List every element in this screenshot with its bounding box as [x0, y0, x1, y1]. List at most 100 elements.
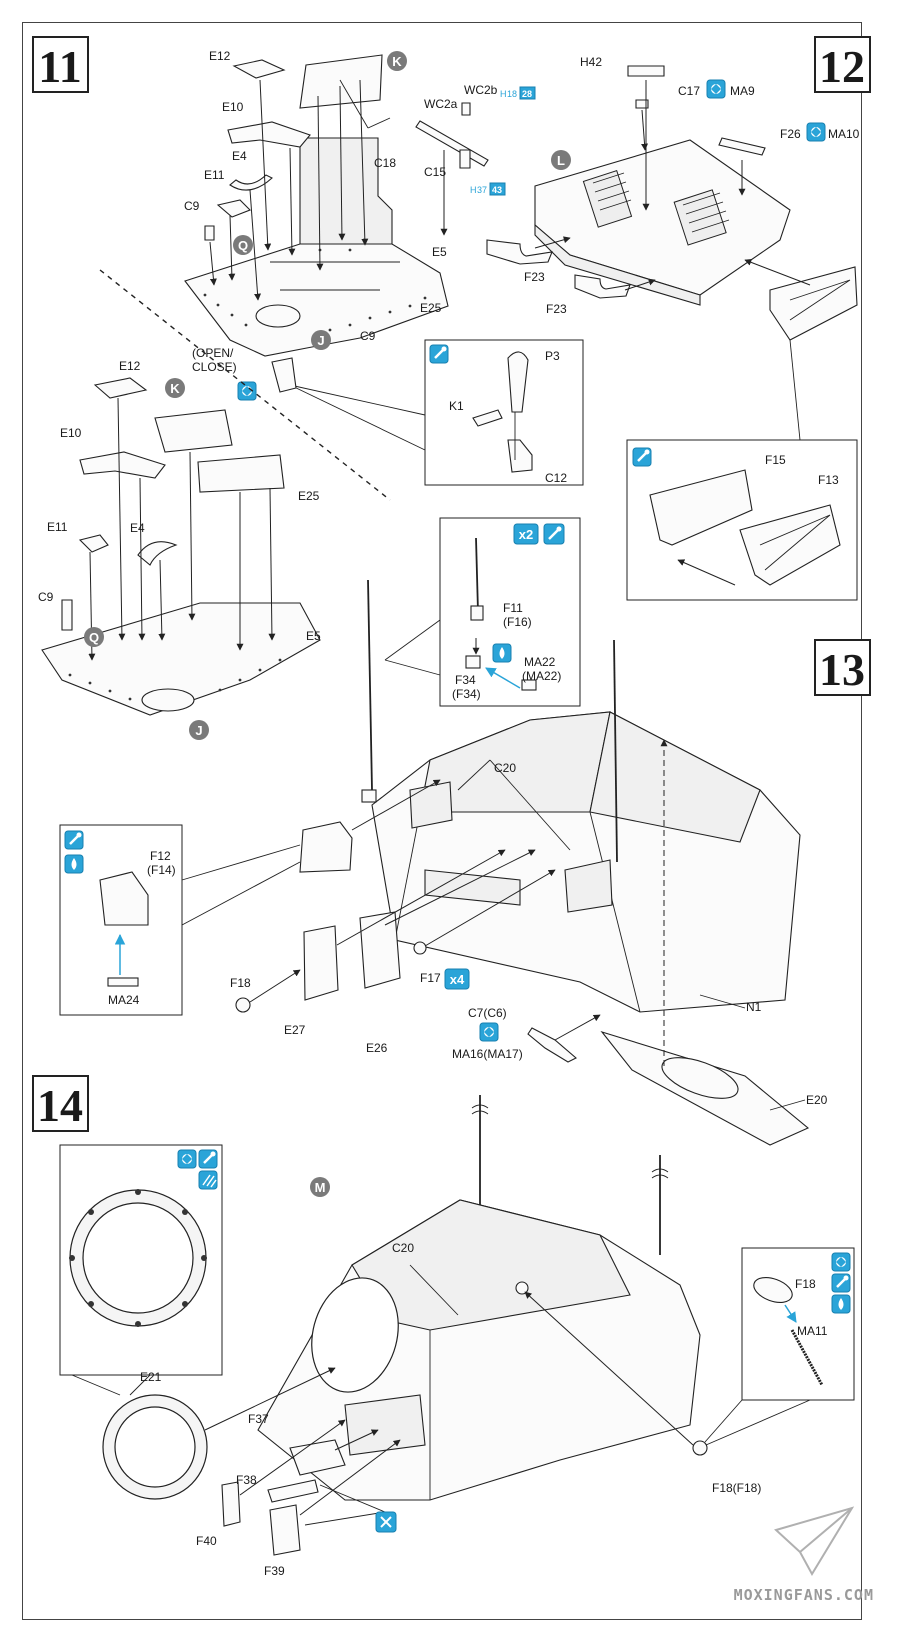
roof-bulkhead — [299, 137, 393, 245]
label-e4-top: E4 — [232, 149, 247, 163]
callout-q-lower: Q — [84, 627, 104, 647]
hatch-ring-j-lower — [141, 688, 195, 712]
inset-antenna: x2 F11 (F16) MA22 (MA22) F34 (F34) — [439, 517, 581, 707]
callout-q-top: Q — [233, 235, 253, 255]
icon-remove — [375, 1511, 397, 1533]
label-e5-top: E5 — [432, 245, 447, 259]
part-k1-p3-assembled — [271, 357, 297, 393]
part-e4-lower — [137, 541, 178, 566]
paint-icon-inset3 — [543, 523, 565, 545]
part-e26 — [359, 911, 401, 989]
label-c20-step13: C20 — [494, 761, 516, 775]
svg-text:x2: x2 — [519, 527, 533, 542]
label-e4-lower: E4 — [130, 521, 145, 535]
part-ma22 — [521, 679, 537, 691]
part-f23-left — [486, 239, 553, 265]
svg-text:J: J — [317, 333, 324, 348]
label-f34: F34 — [455, 673, 476, 687]
part-e11-lower — [78, 534, 109, 553]
part-e12-lower — [93, 377, 148, 399]
part-e11-top — [216, 199, 251, 218]
label-e5-lower: E5 — [306, 629, 321, 643]
part-c17 — [635, 99, 649, 109]
label-h42: H42 — [580, 55, 602, 69]
step-11-number: 11 — [38, 41, 81, 92]
part-f37 — [289, 1439, 346, 1476]
svg-text:J: J — [195, 723, 202, 738]
callout-k-lower: K — [165, 378, 185, 398]
part-f12-inset — [99, 871, 149, 926]
label-open: (OPEN/ — [192, 346, 234, 360]
glue-icon-inset4 — [64, 854, 84, 874]
glue-icon-inset6 — [831, 1252, 851, 1272]
step-13-badge: 13 — [814, 639, 871, 696]
label-c9-lower: C9 — [38, 590, 54, 604]
rear-plate-f13-f15 — [769, 266, 858, 341]
label-f11: F11 — [503, 601, 523, 615]
label-c17: C17 — [678, 84, 700, 98]
label-c15: C15 — [424, 165, 446, 179]
part-f39 — [269, 1504, 301, 1556]
label-ma9: MA9 — [730, 84, 755, 98]
svg-text:L: L — [557, 153, 565, 168]
part-f26 — [718, 137, 766, 156]
superstructure-wall-right — [589, 711, 761, 843]
label-e10-top: E10 — [222, 100, 244, 114]
hatch-plate-k-lower — [154, 409, 233, 453]
e21-ring-inner — [82, 1202, 194, 1314]
part-wc2a — [415, 120, 489, 167]
part-e10-lower — [79, 451, 166, 479]
label-e21: E21 — [140, 1370, 162, 1384]
label-wc2a: WC2a — [424, 97, 458, 111]
ref-h18-28: H 18 28 — [500, 86, 536, 100]
part-f17 — [413, 941, 427, 955]
label-f18-f18: F18(F18) — [712, 1481, 761, 1495]
step-13-number: 13 — [819, 644, 865, 695]
step-11-upper-assembly — [184, 54, 489, 357]
inset-f15-f13: F15 F13 — [626, 439, 858, 601]
label-close: CLOSE) — [192, 360, 237, 374]
e20-hatch-ring — [661, 1057, 739, 1099]
label-e10-lower: E10 — [60, 426, 82, 440]
part-e10-top — [227, 121, 311, 148]
label-f40: F40 — [196, 1534, 217, 1548]
label-f38: F38 — [236, 1473, 257, 1487]
part-c9-lower — [61, 599, 73, 631]
label-ma22: MA22 — [524, 655, 556, 669]
antenna-left — [367, 579, 373, 791]
label-f14: (F14) — [147, 863, 176, 877]
svg-text:43: 43 — [492, 185, 502, 195]
part-k1 — [472, 409, 503, 427]
part-c9-top — [204, 225, 215, 241]
paint-icon-inset5 — [198, 1149, 218, 1169]
part-e4-top — [229, 174, 273, 191]
label-f23-left: F23 — [524, 270, 545, 284]
callout-j-lower: J — [189, 720, 209, 740]
part-p3 — [507, 351, 529, 413]
label-e12-top: E12 — [209, 49, 231, 63]
step-13-superstructure — [235, 579, 810, 1146]
label-ma16: MA16(MA17) — [452, 1047, 523, 1061]
label-k1: K1 — [449, 399, 464, 413]
icon-c17-glue — [706, 79, 726, 99]
engine-grilles — [582, 169, 730, 246]
part-f15 — [649, 469, 753, 546]
part-f18-inset — [753, 1277, 793, 1303]
part-ma11 — [790, 1329, 824, 1386]
step-14-number: 14 — [37, 1080, 83, 1131]
label-f16: (F16) — [503, 615, 532, 629]
label-f17: F17 — [420, 971, 441, 985]
part-e12-top — [232, 59, 286, 79]
callout-l: L — [551, 150, 571, 170]
vision-port-left — [409, 781, 453, 829]
icon-ma22-glue — [492, 643, 512, 663]
step-12-badge: 12 — [814, 36, 871, 93]
ref-h37-43: H 37 43 — [470, 182, 506, 196]
svg-text:Q: Q — [89, 630, 99, 645]
weathering-icon-inset5 — [198, 1170, 218, 1190]
roof-plate-lower — [41, 602, 321, 716]
label-n1: N1 — [746, 1000, 762, 1014]
step-11-lower-assembly — [41, 377, 321, 716]
part-f12-vision-block — [299, 821, 353, 873]
